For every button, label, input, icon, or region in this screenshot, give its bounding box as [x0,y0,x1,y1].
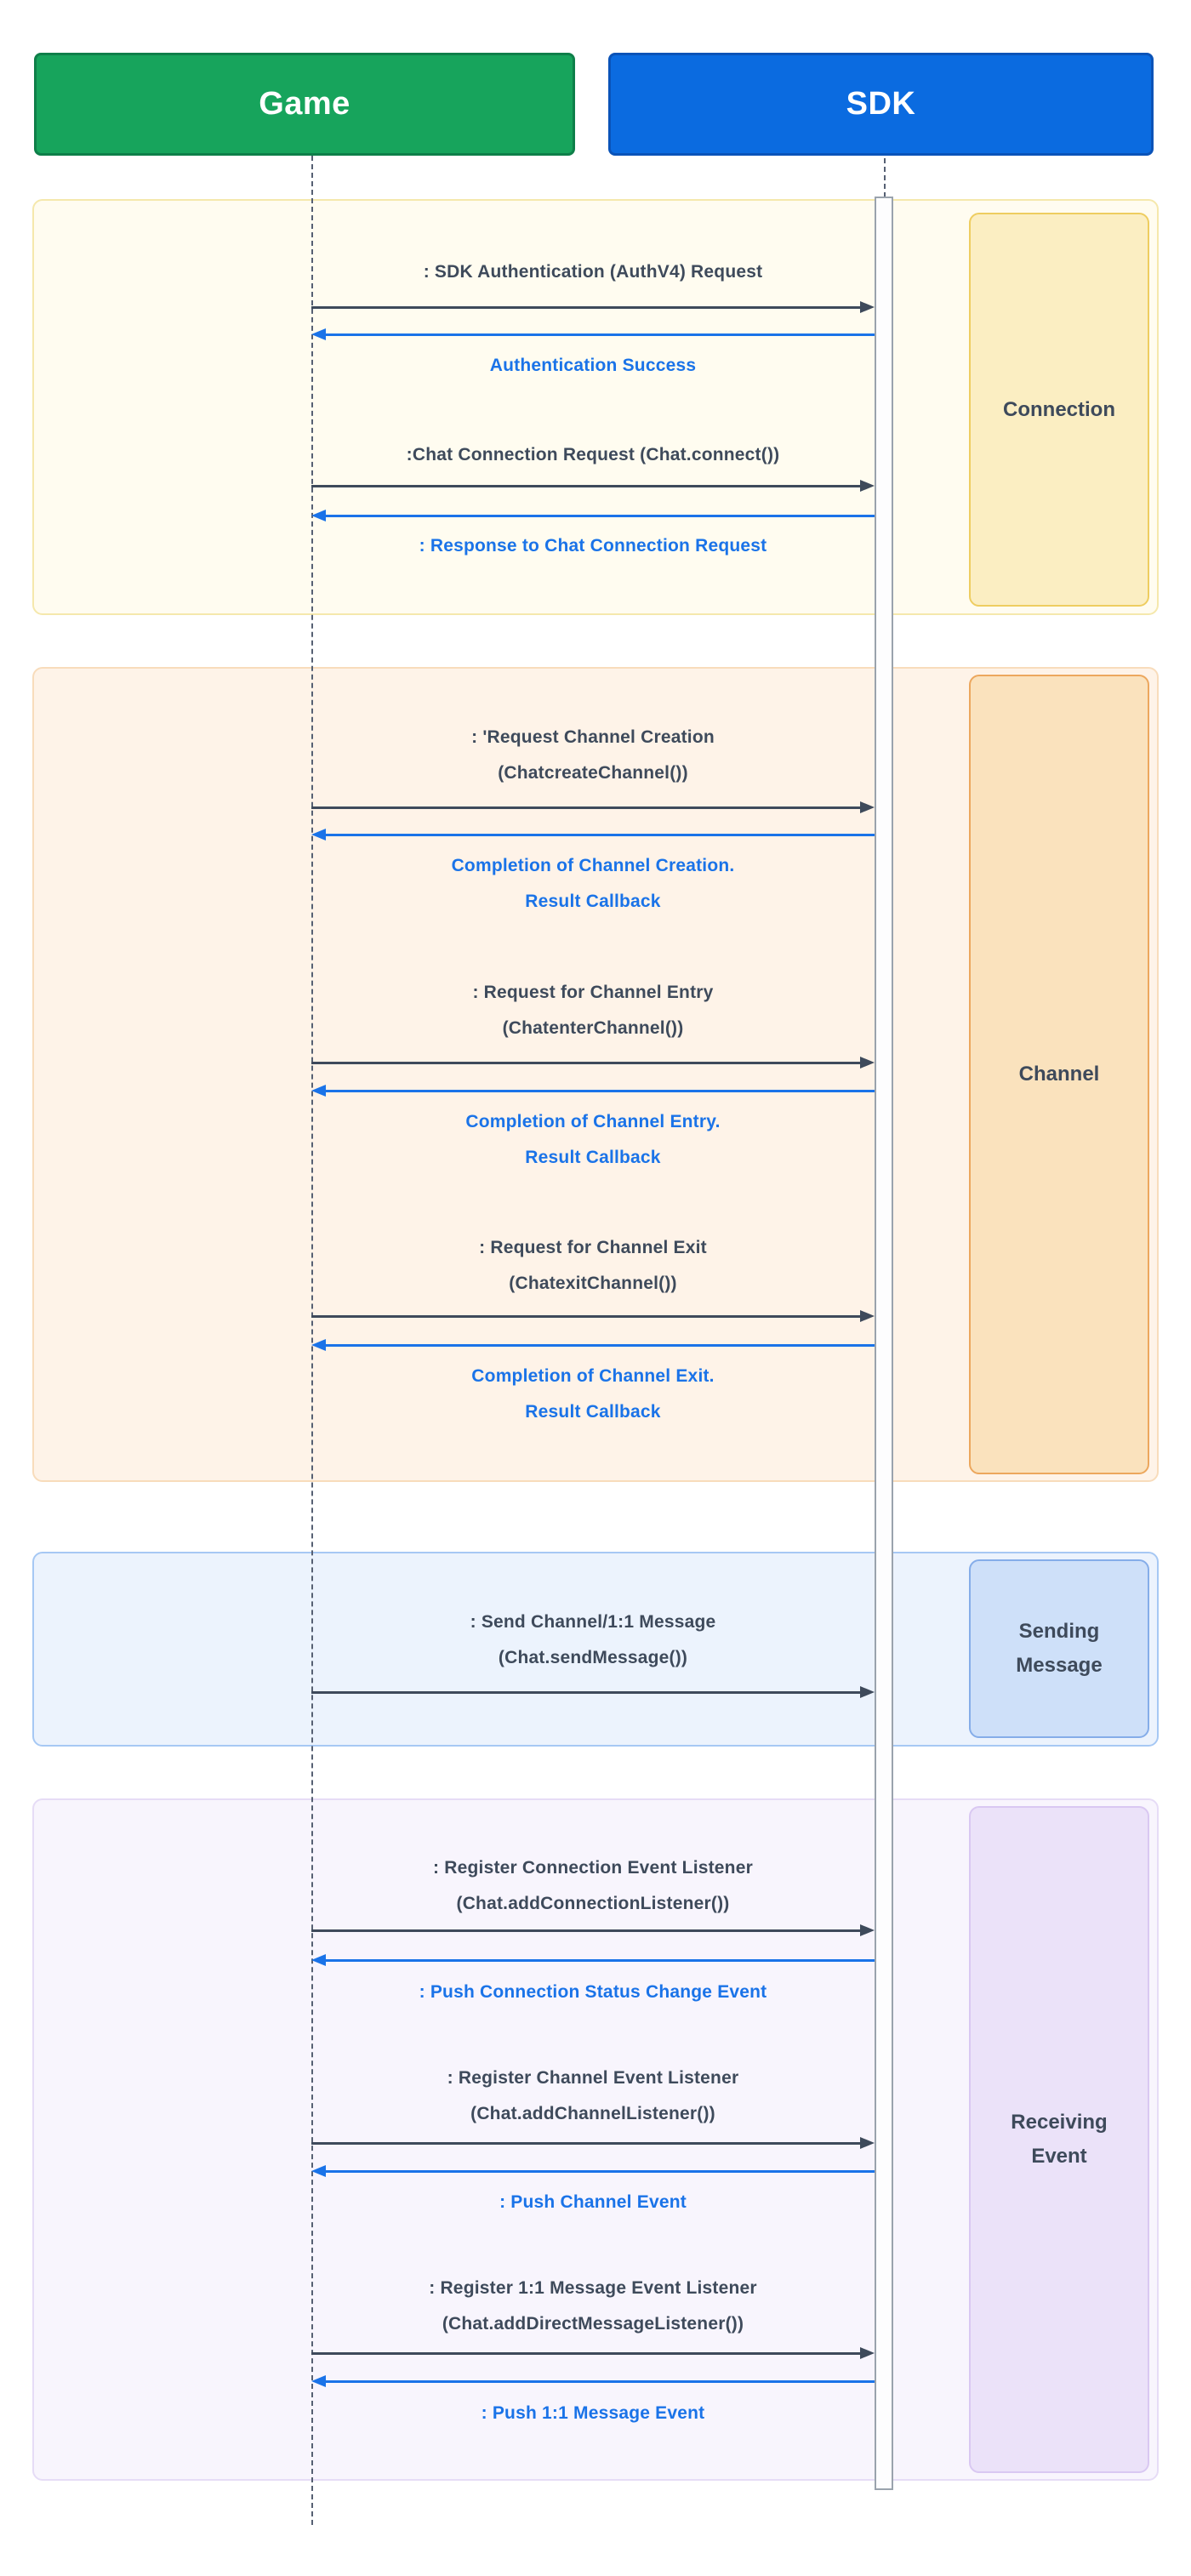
arrow-channel-entry-request [311,1057,875,1069]
arrow-channel-creation-request [311,801,875,813]
arrow-register-direct-message-listener [311,2347,875,2359]
section-label-sending-line2: Message [1016,1654,1103,1677]
msg-channel-creation-callback: Completion of Channel Creation. Result C… [451,856,735,911]
arrow-push-direct-message-event [311,2375,875,2387]
section-label-sending-line1: Sending [1018,1620,1100,1643]
msg-sdk-auth-request: : SDK Authentication (AuthV4) Request [423,262,763,282]
msg-channel-creation-request: : 'Request Channel Creation (ChatcreateC… [471,727,715,783]
arrow-register-channel-listener [311,2137,875,2149]
arrow-chat-connection-request [311,480,875,492]
arrow-chat-connection-response [311,510,875,521]
arrow-push-connection-status [311,1954,875,1966]
sdk-activation-bar [875,197,893,2490]
msg-auth-success: Authentication Success [489,356,697,375]
msg-register-channel-listener: : Register Channel Event Listener (Chat.… [447,2068,739,2123]
arrow-channel-creation-callback [311,829,875,841]
section-label-connection: Connection [969,213,1149,607]
arrow-channel-exit-request [311,1310,875,1322]
msg-channel-entry-callback: Completion of Channel Entry. Result Call… [465,1112,721,1167]
msg-push-direct-message-event: : Push 1:1 Message Event [481,2403,705,2423]
section-label-sending-message: Sending Message [969,1559,1149,1738]
section-label-receiving-line1: Receiving [1011,2111,1108,2134]
actor-game-box: Game [34,53,575,156]
msg-register-connection-listener: : Register Connection Event Listener (Ch… [433,1858,753,1913]
section-label-connection-text: Connection [1003,397,1115,421]
actor-sdk-label: SDK [846,86,916,122]
arrow-channel-exit-callback [311,1339,875,1351]
arrow-sdk-auth-request [311,301,875,313]
msg-push-connection-status: : Push Connection Status Change Event [419,1982,767,2002]
section-label-receiving-event: Receiving Event [969,1806,1149,2473]
msg-push-channel-event: : Push Channel Event [499,2192,687,2212]
actor-game-label: Game [259,86,350,122]
msg-register-direct-message-listener: : Register 1:1 Message Event Listener (C… [429,2278,757,2334]
actor-sdk-box: SDK [608,53,1154,156]
msg-channel-exit-request: : Request for Channel Exit (ChatexitChan… [479,1238,707,1293]
msg-chat-connection-request: :Chat Connection Request (Chat.connect()… [406,445,780,464]
section-label-channel: Channel [969,675,1149,1474]
arrow-push-channel-event [311,2165,875,2177]
msg-channel-entry-request: : Request for Channel Entry (ChatenterCh… [472,983,714,1038]
arrow-channel-entry-callback [311,1085,875,1097]
arrow-auth-success [311,328,875,340]
sdk-lifeline [884,158,886,197]
msg-chat-connection-response: : Response to Chat Connection Request [419,536,767,556]
section-label-channel-text: Channel [1018,1063,1100,1086]
arrow-send-message [311,1686,875,1698]
msg-send-message: : Send Channel/1:1 Message (Chat.sendMes… [470,1612,716,1667]
msg-channel-exit-callback: Completion of Channel Exit. Result Callb… [471,1366,715,1422]
arrow-register-connection-listener [311,1924,875,1936]
section-label-receiving-line2: Event [1031,2145,1087,2168]
